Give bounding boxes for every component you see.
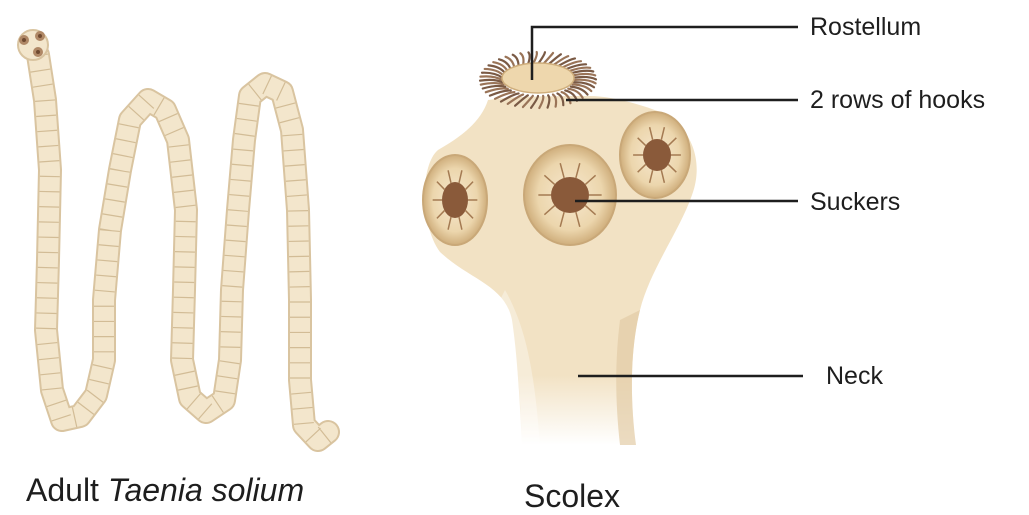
adult-worm — [18, 30, 328, 440]
caption-adult: Adult Taenia solium — [26, 472, 304, 509]
sucker-left — [423, 155, 487, 245]
worm-body — [38, 55, 328, 440]
caption-adult-prefix: Adult — [26, 472, 99, 508]
hook — [481, 83, 504, 85]
label-neck: Neck — [826, 362, 883, 391]
label-rostellum: Rostellum — [810, 13, 921, 42]
hook — [480, 80, 502, 82]
caption-adult-species: Taenia solium — [108, 472, 304, 508]
worm-head — [18, 30, 48, 60]
hook — [571, 71, 594, 74]
neck-shadow — [616, 310, 640, 445]
label-hooks: 2 rows of hooks — [810, 86, 985, 115]
hook — [573, 74, 596, 76]
scolex-illustration — [423, 27, 803, 445]
sucker-center — [524, 145, 616, 245]
label-suckers: Suckers — [810, 188, 900, 217]
caption-scolex: Scolex — [524, 478, 620, 515]
